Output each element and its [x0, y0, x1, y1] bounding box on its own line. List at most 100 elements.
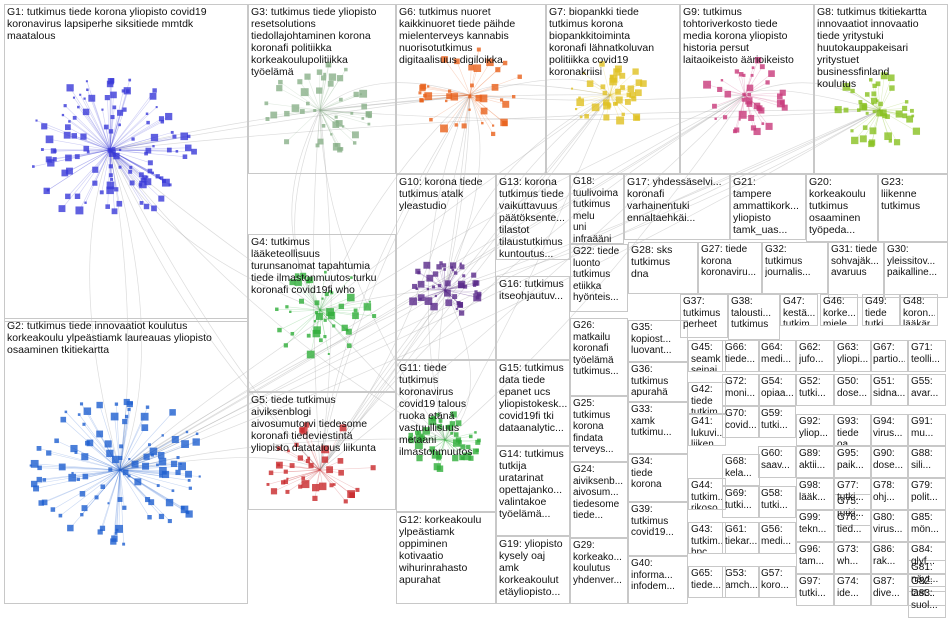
group-label: G17: yhdessäselvi... koronafi varhainent…: [627, 176, 727, 224]
group-panel-g63: G63: yliopi...: [834, 340, 872, 372]
group-label: G68: kela...: [725, 456, 757, 479]
group-label: G60: saav...: [761, 448, 793, 471]
group-label: G51: sidna...: [873, 376, 905, 399]
group-label: G91: mu...: [911, 416, 943, 439]
group-label: G57: koro...: [761, 568, 793, 591]
group-label: G2: tutkimus tiede innovaatiot koulutus …: [7, 320, 245, 356]
group-panel-g28: G28: sks tutkimus dna: [628, 242, 698, 294]
group-panel-g23: G23: liikenne tutkimus: [878, 174, 948, 242]
group-panel-g60: G60: saav...: [758, 446, 796, 478]
group-panel-g55: G55: avar...: [908, 374, 946, 406]
group-panel-g29: G29: korkeako... koulutus yhdenver...: [570, 538, 628, 604]
group-label: G85: mön...: [911, 512, 943, 535]
group-panel-g47: G47: kestä... tutkim...: [780, 294, 818, 326]
group-panel-g97: G97: tutki...: [796, 574, 834, 606]
group-label: G61: tiekar...: [725, 524, 757, 547]
group-label: G78: ohj...: [873, 480, 905, 503]
group-panel-g44: G44: tutkim... rikoso...: [688, 478, 726, 510]
group-label: G59: tutki...: [761, 408, 793, 431]
group-label: G52: tutki...: [799, 376, 831, 399]
group-panel-g7: G7: biopankki tiede tutkimus korona biop…: [546, 4, 680, 174]
group-panel-g69: G69: tutki...: [722, 486, 760, 518]
group-panel-g65: G65: tiede...: [688, 566, 726, 598]
group-label: G21: tampere ammattikork... yliopisto ta…: [733, 176, 803, 236]
group-label: G8: tutkimus tkitiekartta innovaatiot in…: [817, 6, 945, 90]
group-label: G37: tutkimus perheet: [683, 296, 725, 331]
group-label: G94: virus...: [873, 416, 905, 439]
group-label: G31: tiede sohvajäk... avaruus: [831, 244, 881, 279]
group-panel-g43: G43: tutkim... hpc...: [688, 522, 726, 554]
group-panel-g2: G2: tutkimus tiede innovaatiot koulutus …: [4, 318, 248, 604]
group-label: G24: aiviksenb... aivosum... tiedesome t…: [573, 464, 625, 522]
group-label: G88: sili...: [911, 448, 943, 471]
group-panel-g70: G70: covid...: [722, 406, 760, 438]
group-panel-g58: G58: tutki...: [758, 486, 796, 518]
group-panel-g22: G22: tiede luonto tutkimus etiikka hyönt…: [570, 244, 628, 312]
group-label: G4: tutkimus lääketeollisuus turunsanoma…: [251, 236, 393, 296]
group-label: G71: teolli...: [911, 342, 943, 365]
group-label: G92: yliop...: [799, 416, 831, 439]
group-panel-g18: G18: tuulivoima tutkimus melu uni infraä…: [570, 174, 624, 244]
group-label: G10: korona tiede tutkimus atalk yleastu…: [399, 176, 493, 212]
group-panel-g33: G33: xamk tutkimu...: [628, 402, 688, 454]
group-label: G98: lääk...: [799, 480, 831, 503]
group-panel-g52: G52: tutki...: [796, 374, 834, 406]
group-label: G67: partio...: [873, 342, 905, 365]
group-label: G66: tiede...: [725, 342, 757, 365]
group-panel-g37: G37: tutkimus perheet: [680, 294, 728, 338]
group-panel-g32: G32: tutkimus journalis...: [762, 242, 828, 294]
group-panel-g72: G72: moni...: [722, 374, 760, 406]
group-panel-g86: G86: rak...: [870, 542, 908, 574]
group-panel-g42: G42: tiede tutkim...: [688, 382, 726, 414]
group-label: G54: opiaa...: [761, 376, 793, 399]
group-label: G45: seamk seinaj...: [691, 342, 723, 372]
group-label: G30: yleissitov... paikalline...: [887, 244, 945, 279]
group-panel-g64: G64: medi...: [758, 340, 796, 372]
group-label: G86: rak...: [873, 544, 905, 567]
group-panel-g17: G17: yhdessäselvi... koronafi varhainent…: [624, 174, 730, 240]
group-label: G19: yliopisto kysely oaj amk korkeakoul…: [499, 538, 567, 598]
group-label: G6: tutkimus nuoret kaikkinuoret tiede p…: [399, 6, 543, 66]
group-label: G12: korkeakoulu ylpeästiamk oppiminen k…: [399, 514, 493, 586]
group-panel-g25: G25: tutkimus korona findata terveys...: [570, 396, 628, 462]
group-label: G95: paik...: [837, 448, 869, 471]
group-panel-g95: G95: paik...: [834, 446, 872, 478]
group-panel-g91: G91: mu...: [908, 414, 946, 446]
group-label: G87: dive...: [873, 576, 905, 599]
group-label: G84: glyf...: [911, 544, 943, 567]
group-panel-g45: G45: seamk seinaj...: [688, 340, 726, 372]
group-label: G80: virus...: [873, 512, 905, 535]
group-label: G35: kopiost... luovant...: [631, 322, 685, 357]
group-panel-g13: G13: korona tutkimus tiede vaikuttavuus …: [496, 174, 570, 260]
group-panel-g41: G41: lukuvi... liiken...: [688, 414, 726, 446]
group-panel-g4: G4: tutkimus lääketeollisuus turunsanoma…: [248, 234, 396, 392]
group-panel-g71: G71: teolli...: [908, 340, 946, 372]
group-panel-g61: G61: tiekar...: [722, 522, 760, 554]
group-panel-g68: G68: kela...: [722, 454, 760, 486]
group-panel-g39: G39: tutkimus covid19...: [628, 502, 688, 556]
group-label: G33: xamk tutkimu...: [631, 404, 685, 439]
group-panel-g36: G36: tutkimus apurahä: [628, 362, 688, 402]
group-panel-g96: G96: tam...: [796, 542, 834, 574]
group-panel-g27: G27: tiede korona koronaviru...: [698, 242, 762, 294]
group-panel-g66: G66: tiede...: [722, 340, 760, 372]
group-panel-g10: G10: korona tiede tutkimus atalk yleastu…: [396, 174, 496, 360]
group-label: G62: jufo...: [799, 342, 831, 365]
group-label: G16: tutkimus itseohjautuv...: [499, 278, 567, 302]
group-label: G26: matkailu koronafi työelämä tutkimus…: [573, 320, 625, 378]
group-label: G20: korkeakoulu tutkimus osaaminen työp…: [809, 176, 875, 236]
group-panel-g5: G5: tiede tutkimus aiviksenblogi aivosum…: [248, 392, 396, 510]
group-label: G34: tiede korona: [631, 456, 685, 491]
group-panel-g30: G30: yleissitov... paikalline...: [884, 242, 948, 298]
group-label: G96: tam...: [799, 544, 831, 567]
group-panel-g93: G93: tiede oa...: [834, 414, 872, 446]
group-label: G46: korke... miele...: [823, 296, 855, 326]
group-label: G7: biopankki tiede tutkimus korona biop…: [549, 6, 677, 78]
group-label: G55: avar...: [911, 376, 943, 399]
group-panel-g84: G84: glyf...: [908, 542, 946, 574]
group-label: G11: tiede tutkimus koronavirus covid19 …: [399, 362, 493, 458]
group-panel-g67: G67: partio...: [870, 340, 908, 372]
group-label: G69: tutki...: [725, 488, 757, 511]
group-panel-g77: G77: tutki...: [834, 478, 872, 510]
